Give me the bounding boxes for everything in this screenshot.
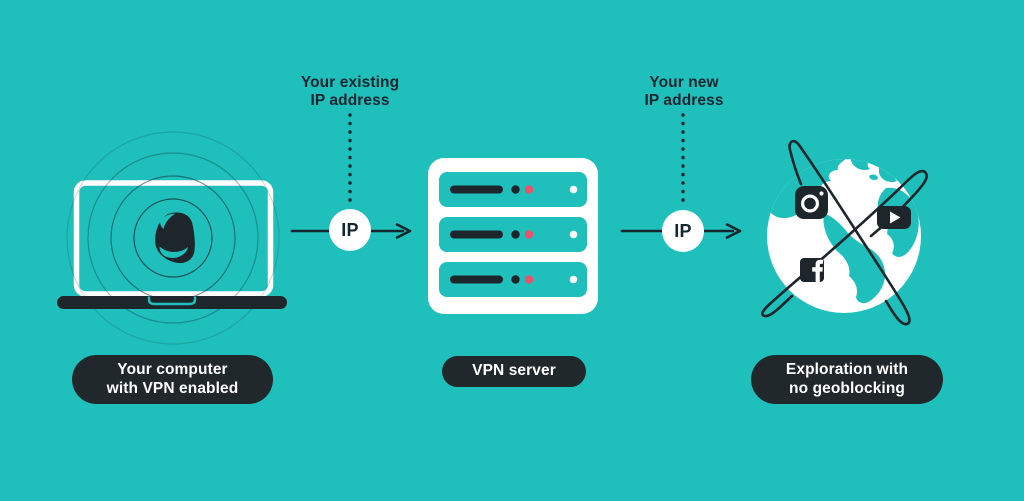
server-dot-dark <box>511 230 520 239</box>
caption-server-pill: VPN server <box>442 356 586 387</box>
server-dot-dark <box>511 185 520 194</box>
ripple-3 <box>87 152 259 324</box>
server-dot-dark <box>511 275 520 284</box>
continent-islet <box>869 174 878 180</box>
laptop-base <box>57 296 287 309</box>
ripple-1 <box>133 198 213 278</box>
continent-greenland <box>851 159 873 170</box>
caption-computer-pill: Your computer with VPN enabled <box>72 355 273 404</box>
orbit-ellipse-1 <box>788 139 911 326</box>
caption-exploration-pill: Exploration with no geoblocking <box>751 355 943 404</box>
earth-globe-icon <box>761 139 928 326</box>
signal-ripples-icon <box>66 131 280 345</box>
facebook-icon <box>800 258 824 282</box>
ripple-4 <box>66 131 280 345</box>
ip-badge-right: IP <box>662 210 704 252</box>
orbit-ellipse-2 <box>761 169 928 318</box>
server-slot-details <box>450 185 578 284</box>
server-dot-white <box>569 230 578 239</box>
laptop-screen <box>73 180 274 297</box>
annotation-existing-ip: Your existing IP address <box>300 74 400 109</box>
laptop-notch <box>147 296 197 306</box>
continent-south-america <box>823 213 886 304</box>
server-bar <box>450 185 503 194</box>
annotation-new-ip: Your new IP address <box>644 74 724 109</box>
ip-badge-left: IP <box>329 209 371 251</box>
server-dot-white <box>569 275 578 284</box>
satellite-orbits-icon <box>761 139 928 326</box>
server-rack-icon <box>428 158 598 314</box>
server-dot-pink <box>524 275 534 284</box>
arrow-head <box>395 223 412 239</box>
server-dot-pink <box>524 185 534 194</box>
server-dot-pink <box>524 230 534 239</box>
youtube-icon <box>877 206 911 229</box>
arrow-head <box>725 223 742 239</box>
laptop-icon <box>57 131 287 345</box>
instagram-icon <box>795 186 828 219</box>
server-dot-white <box>569 185 578 194</box>
server-bar <box>450 275 503 284</box>
server-bar <box>450 230 503 239</box>
surfshark-logo-icon <box>155 212 195 264</box>
